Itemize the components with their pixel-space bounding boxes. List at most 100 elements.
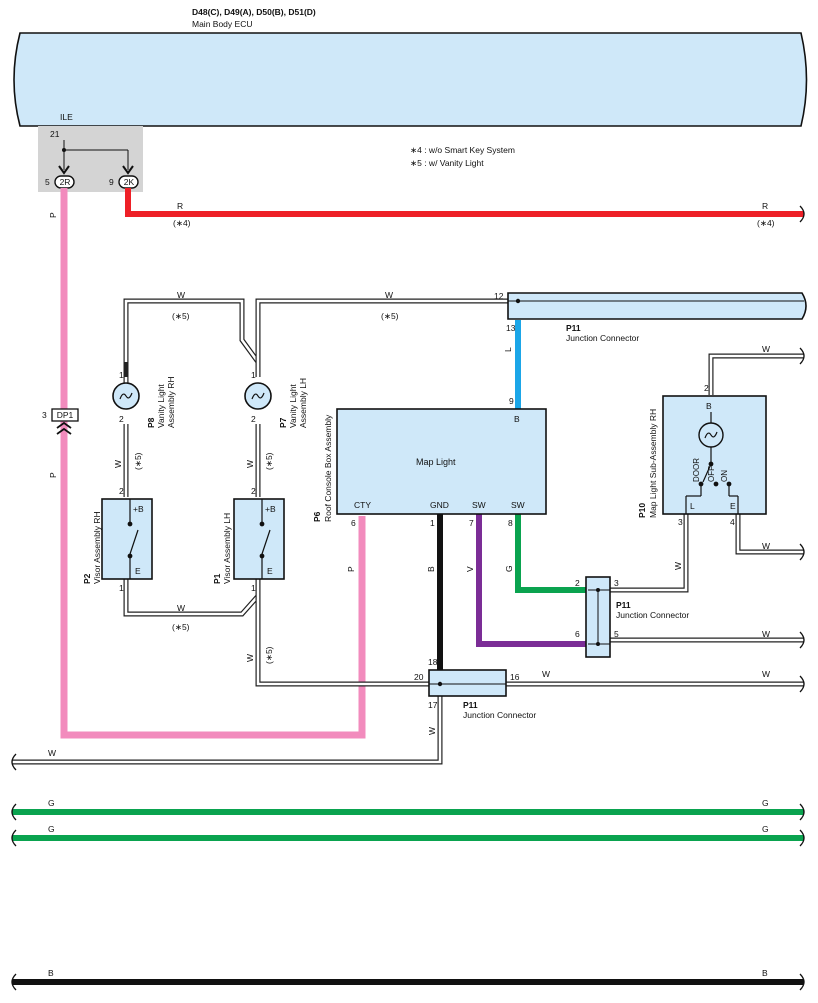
p6-code: P6 [312, 511, 322, 522]
junction-p11-bottom-pin-16: 16 [510, 672, 520, 682]
main-body-ecu-box [13, 32, 808, 127]
dp1-pin-3: 3 [42, 410, 47, 420]
ecu-pin-21: 21 [50, 129, 60, 139]
junction-p11-top [507, 292, 807, 320]
p2-pin-1: 1 [119, 583, 124, 593]
p10-terminal-b: B [706, 401, 712, 411]
wire-r-label-left: R [177, 201, 183, 211]
p7-pin-1: 1 [251, 370, 256, 380]
junction-p11-top-code: P11 [566, 323, 581, 333]
p10-pin-2: 2 [704, 383, 709, 393]
wire-g2-label-right: G [762, 824, 769, 834]
ecu-internal-wiring [63, 140, 129, 170]
p8-code: P8 [146, 417, 156, 428]
wire-r-label-right: R [762, 201, 768, 211]
p10-terminal-e: E [730, 501, 736, 511]
ecu-connectors-label: D48(C), D49(A), D50(B), D51(D) [192, 7, 316, 17]
wire-p-label-cty: P [346, 566, 356, 572]
p8-pin-1: 1 [119, 370, 124, 380]
p8-pin-2: 2 [119, 414, 124, 424]
p10-switch-icon [685, 447, 739, 514]
p1-pin-1: 1 [251, 583, 256, 593]
visor-assembly-lh [233, 498, 285, 580]
p10-name: Map Light Sub-Assembly RH [648, 409, 658, 518]
p6-terminal-b: B [514, 414, 520, 424]
vanity-light-lh-bulb-icon [251, 392, 265, 400]
visor-assembly-rh [101, 498, 153, 580]
p10-bulb-icon [704, 431, 718, 439]
wire-w-note-3: (∗5) [133, 452, 143, 470]
junction-p11-bottom-code: P11 [463, 700, 478, 710]
wire-g-label-sw: G [504, 565, 514, 572]
wire-violet-v [476, 514, 588, 647]
p7-pin-2: 2 [251, 414, 256, 424]
map-light-box [336, 408, 547, 515]
wire-w-label-13: W [762, 541, 770, 551]
junction-p11-mid-pin-3: 3 [614, 578, 619, 588]
ecu-junction-dot [62, 148, 66, 152]
wire-w-label-9: W [427, 727, 437, 735]
p6-terminal-cty: CTY [354, 500, 371, 510]
wire-w-label-8: W [762, 669, 770, 679]
p6-terminal-sw-1: SW [472, 500, 486, 510]
connector-dp1 [51, 408, 79, 422]
p2-switch-icon [127, 499, 139, 579]
wire-v-label: V [465, 566, 475, 572]
p6-pin-1: 1 [430, 518, 435, 528]
map-light-title: Map Light [416, 457, 456, 467]
junction-p11-top-dot [515, 298, 521, 304]
p10-door-label: DOOR [692, 458, 701, 482]
junction-p11-top-name: Junction Connector [566, 333, 639, 343]
connector-2k-label: 2K [124, 177, 135, 187]
ecu-arrow-left-icon [58, 165, 70, 175]
junction-p11-mid-name: Junction Connector [616, 610, 689, 620]
wire-p-label-mid: P [48, 472, 58, 478]
wire-b-label-right: B [762, 968, 768, 978]
wire-w-note-5: (∗5) [172, 622, 190, 632]
bottom-wire-break-marks [11, 803, 805, 991]
wire-w-label-11: W [673, 562, 683, 570]
p6-terminal-sw-2: SW [511, 500, 525, 510]
p2-terminal-e: E [135, 566, 141, 576]
wire-r-break-icon [799, 205, 805, 223]
map-light-sub-assembly [662, 395, 767, 515]
wire-w-label-10: W [48, 748, 56, 758]
wire-p-label-top: P [48, 212, 58, 218]
junction-p11-bottom-name: Junction Connector [463, 710, 536, 720]
wire-l-label: L [503, 347, 513, 352]
p10-pin-4: 4 [730, 517, 735, 527]
junction-p11-top-pin-13: 13 [506, 323, 516, 333]
p10-terminal-l: L [690, 501, 695, 511]
ecu-name-label: Main Body ECU [192, 19, 252, 29]
junction-p11-mid-pin-2: 2 [575, 578, 580, 588]
p1-code: P1 [212, 573, 222, 584]
p2-code: P2 [82, 573, 92, 584]
wire-w-note-1: (∗5) [172, 311, 190, 321]
p6-pin-7: 7 [469, 518, 474, 528]
connector-dp1-label: DP1 [57, 410, 74, 420]
p6-pin-6: 6 [351, 518, 356, 528]
wire-break-marks [11, 347, 805, 771]
wire-w-label-3: W [113, 460, 123, 468]
p6-name: Roof Console Box Assembly [323, 414, 333, 522]
vanity-light-rh-bulb-icon [119, 392, 133, 400]
junction-p11-mid-pin-5: 5 [614, 629, 619, 639]
p10-off-label: OFF [707, 466, 716, 482]
junction-p11-mid-pin-6: 6 [575, 629, 580, 639]
note-4: ∗4 : w/o Smart Key System [410, 145, 515, 155]
p10-on-label: ON [720, 470, 729, 482]
pin-9-label: 9 [109, 177, 114, 187]
junction-p11-bottom-pin-20: 20 [414, 672, 424, 682]
p6-pin-9: 9 [509, 396, 514, 406]
note-5: ∗5 : w/ Vanity Light [410, 158, 484, 168]
p10-pin-3: 3 [678, 517, 683, 527]
pin-5-label: 5 [45, 177, 50, 187]
p7-code: P7 [278, 417, 288, 428]
p7-name-2: Assembly LH [298, 378, 308, 428]
wire-w-label-7: W [542, 669, 550, 679]
junction-p11-top-pin-12: 12 [494, 291, 504, 301]
connector-2r-label: 2R [60, 177, 71, 187]
wire-g1-label-left: G [48, 798, 55, 808]
p2-terminal-plusb: +B [133, 504, 144, 514]
